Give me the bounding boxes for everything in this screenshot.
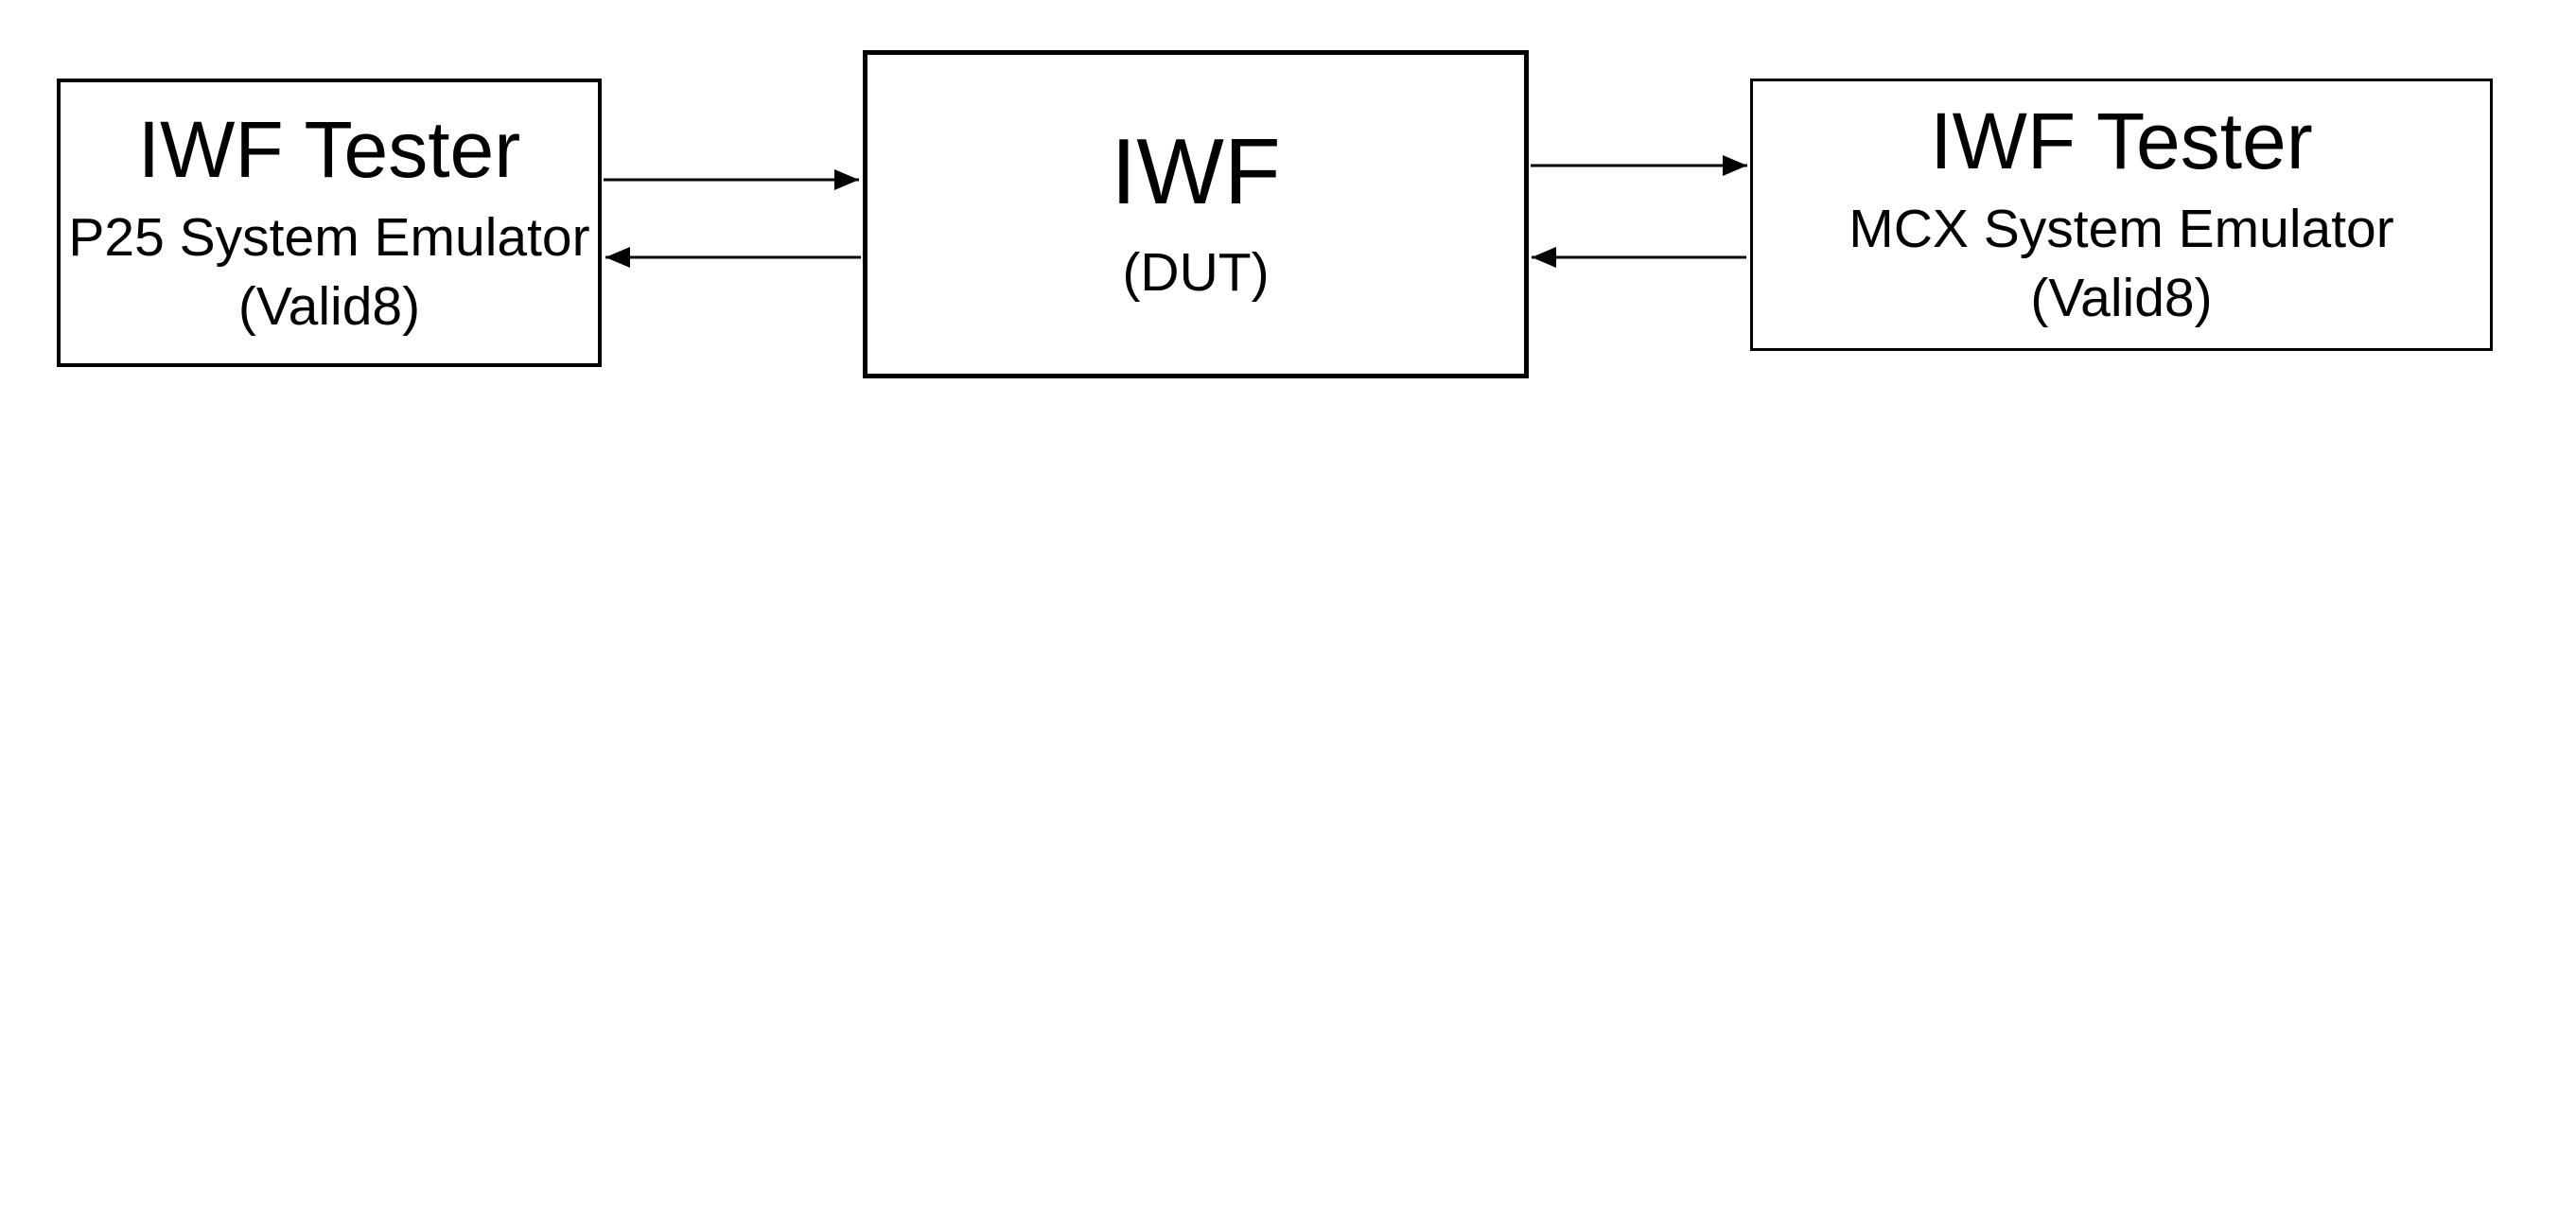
iwf-dut-note: (DUT) (1122, 241, 1270, 303)
iwf-dut-title: IWF (1111, 119, 1281, 224)
mcx-tester-title: IWF Tester (1930, 96, 2313, 185)
node-mcx-tester: IWF Tester MCX System Emulator (Valid8) (1750, 79, 2493, 351)
node-iwf-dut: IWF (DUT) (863, 50, 1529, 378)
p25-tester-note: (Valid8) (237, 275, 421, 337)
mcx-tester-note: (Valid8) (2030, 268, 2213, 329)
p25-tester-title: IWF Tester (137, 104, 521, 194)
mcx-tester-subtitle: MCX System Emulator (1849, 199, 2394, 260)
node-p25-tester: IWF Tester P25 System Emulator (Valid8) (57, 79, 602, 367)
p25-tester-subtitle: P25 System Emulator (68, 206, 590, 268)
